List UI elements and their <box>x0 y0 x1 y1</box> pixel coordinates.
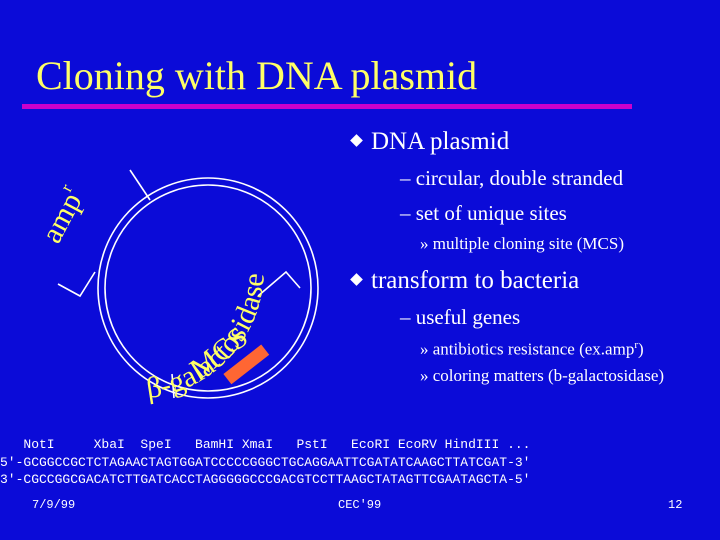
amp-label: ampr <box>32 180 91 248</box>
sub-sub-bullet-coloring: » coloring matters (b-galactosidase) <box>420 366 665 385</box>
title-underline <box>22 104 632 109</box>
slide-title: Cloning with DNA plasmid <box>36 53 478 98</box>
galactosidase-boundary-tick <box>171 373 175 399</box>
diamond-bullet-icon <box>350 273 363 286</box>
amp-arrowhead <box>57 271 96 298</box>
mcs-box <box>223 344 270 385</box>
amp-boundary-tick <box>129 169 151 201</box>
bullet-transform: transform to bacteria <box>350 267 579 295</box>
sub-sub-bullet-antibiotics: » antibiotics resistance (ex.ampr) <box>420 339 644 359</box>
galactosidase-label: β-galactosidase <box>144 272 271 405</box>
top-strand: 5'-GCGGCCGCTCTAGAACTAGTGGATCCCCCGGGCTGCA… <box>0 454 531 470</box>
footer-date: 7/9/99 <box>32 498 76 512</box>
restriction-sites-line: NotI XbaI SpeI BamHI XmaI PstI EcoRI Eco… <box>0 437 531 452</box>
sub-bullet-useful-genes: – useful genes <box>400 305 521 329</box>
diamond-bullet-icon <box>350 134 363 147</box>
dna-sequence-block: NotI XbaI SpeI BamHI XmaI PstI EcoRI Eco… <box>0 436 720 489</box>
bottom-strand: 3'-CGCCGGCGACATCTTGATCACCTAGGGGGCCCGACGT… <box>0 472 531 487</box>
sub-bullet-circular: – circular, double stranded <box>400 166 624 190</box>
plasmid-outer-strand <box>97 177 319 399</box>
plasmid-inner-strand <box>104 184 312 392</box>
sub-bullet-unique-sites: – set of unique sites <box>400 201 567 225</box>
sub-sub-bullet-mcs: » multiple cloning site (MCS) <box>420 234 624 253</box>
footer-center: CEC'99 <box>338 498 382 512</box>
galactosidase-arrowhead <box>257 270 301 297</box>
page-number: 12 <box>668 498 683 512</box>
bullet-dna-plasmid: DNA plasmid <box>350 128 509 156</box>
